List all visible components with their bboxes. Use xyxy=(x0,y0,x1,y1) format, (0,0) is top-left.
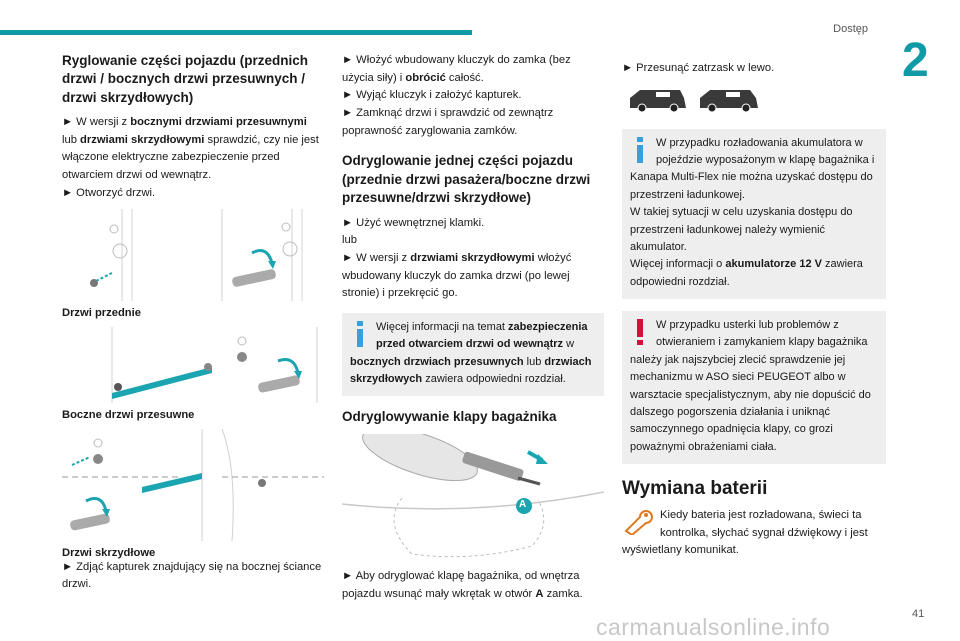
text: zawiera odpowiedni rozdział. xyxy=(422,373,566,386)
paragraph: lub xyxy=(342,234,357,247)
watermark-text: carmanualsonline.info xyxy=(596,614,831,640)
warning-icon xyxy=(630,317,652,347)
paragraph: ► Użyć wewnętrznej klamki. xyxy=(342,216,485,229)
caption-front-door: Drzwi przednie xyxy=(62,306,141,319)
heading-unlock-one-part: Odryglowanie jednej części pojazdu (prze… xyxy=(342,153,591,206)
text: zamka. xyxy=(543,587,583,600)
info-icon xyxy=(630,135,652,165)
paragraph: ► Włożyć wbudowany kluczyk do zamka (bez… xyxy=(342,52,604,87)
text: ► W wersji z xyxy=(342,251,411,264)
note-text: Więcej informacji o akumulatorze 12 V za… xyxy=(630,256,878,291)
paragraph: ► W wersji z bocznymi drzwiami przesuwny… xyxy=(62,114,324,185)
text: włożyć wbudowany kluczyk do zamka drzwi … xyxy=(342,251,572,300)
note-text: Więcej informacji na temat zabezpieczeni… xyxy=(350,319,596,389)
header-accent-bar xyxy=(0,30,472,35)
warning-note: W przypadku usterki lub problemów z otwi… xyxy=(622,311,886,465)
text: całość. xyxy=(445,71,484,84)
text: Więcej informacji na temat xyxy=(376,320,509,333)
caption-wing-door: Drzwi skrzydłowe xyxy=(62,546,156,559)
page-number: 41 xyxy=(912,608,925,620)
chapter-number: 2 xyxy=(902,34,929,87)
text-bold: drzwiami skrzydłowymi xyxy=(80,133,205,146)
paragraph: ► Wyjąć kluczyk i założyć kapturek. xyxy=(342,89,522,102)
text: lub xyxy=(523,355,545,368)
figure-wing-door-lock xyxy=(62,428,324,541)
text-bold: bocznymi drzwiami przesuwnymi xyxy=(130,116,307,129)
text-bold: A xyxy=(535,587,544,600)
paragraph: ► Aby odryglować klapę bagażnika, od wnę… xyxy=(342,568,604,603)
section-label: Dostęp xyxy=(833,23,868,35)
caption-sliding-door: Boczne drzwi przesuwne xyxy=(62,408,195,421)
figure-front-door-lock xyxy=(62,208,324,301)
battery-warning-row: Kiedy bateria jest rozładowana, świeci t… xyxy=(622,507,886,560)
text: ► W wersji z xyxy=(62,116,131,129)
text-bold: drzwiami skrzydłowymi xyxy=(410,251,535,264)
note-text: W takiej sytuacji w celu uzyskania dostę… xyxy=(630,206,853,253)
info-icon xyxy=(350,319,372,349)
text: ► Włożyć wbudowany kluczyk do zamka (bez… xyxy=(342,54,571,84)
text: zawiera odpowiedni rozdział. xyxy=(630,258,863,288)
wrench-icon xyxy=(622,507,656,537)
text-bold: obrócić xyxy=(405,71,446,84)
paragraph: ► W wersji z drzwiami skrzydłowymi włoży… xyxy=(342,250,604,303)
paragraph: ► Przesunąć zatrzask w lewo. xyxy=(622,62,775,74)
paragraph: ► Otworzyć drzwi. xyxy=(62,186,156,199)
column-2: ► Włożyć wbudowany kluczyk do zamka (bez… xyxy=(342,52,604,603)
figure-label-a: A xyxy=(519,498,527,510)
figure-vehicles xyxy=(626,84,886,119)
heading-partial-locking: Ryglowanie części pojazdu (przednich drz… xyxy=(62,53,309,105)
info-note: Więcej informacji na temat zabezpieczeni… xyxy=(342,312,604,397)
text: lub xyxy=(62,133,81,146)
text: ► Aby odryglować klapę bagażnika, od wnę… xyxy=(342,569,580,600)
column-3: ► Przesunąć zatrzask w lewo. W przypadku… xyxy=(622,52,886,560)
paragraph: ► Zdjąć kapturek znajdujący się na boczn… xyxy=(62,560,322,591)
text-bold: zabezpieczenia przed otwarciem drzwi od … xyxy=(376,320,588,351)
text-bold: akumulatorze 12 V xyxy=(725,258,822,271)
heading-battery-replacement: Wymiana baterii xyxy=(622,478,768,500)
text: w xyxy=(563,338,575,351)
column-1: Ryglowanie części pojazdu (przednich drz… xyxy=(62,52,324,594)
heading-tailgate-unlock: Odryglowywanie klapy bagażnika xyxy=(342,409,557,425)
paragraph: ► Zamknąć drzwi i sprawdzić od zewnątrz … xyxy=(342,107,554,137)
figure-tailgate-lock: A xyxy=(342,433,604,562)
note-text: W przypadku usterki lub problemów z otwi… xyxy=(630,319,871,453)
text: sprawdzić, czy nie jest włączone elektry… xyxy=(62,133,319,182)
paragraph: Kiedy bateria jest rozładowana, świeci t… xyxy=(622,508,868,557)
figure-sliding-door-lock xyxy=(62,326,324,403)
info-note-battery: W przypadku rozładowania akumulatora w p… xyxy=(622,128,886,300)
text-bold: bocznych drzwiach przesuwnych xyxy=(350,355,524,368)
note-text: W przypadku rozładowania akumulatora w p… xyxy=(630,136,875,201)
text-bold: drzwiach skrzydłowych xyxy=(350,355,592,386)
text: Więcej informacji o xyxy=(630,258,726,271)
